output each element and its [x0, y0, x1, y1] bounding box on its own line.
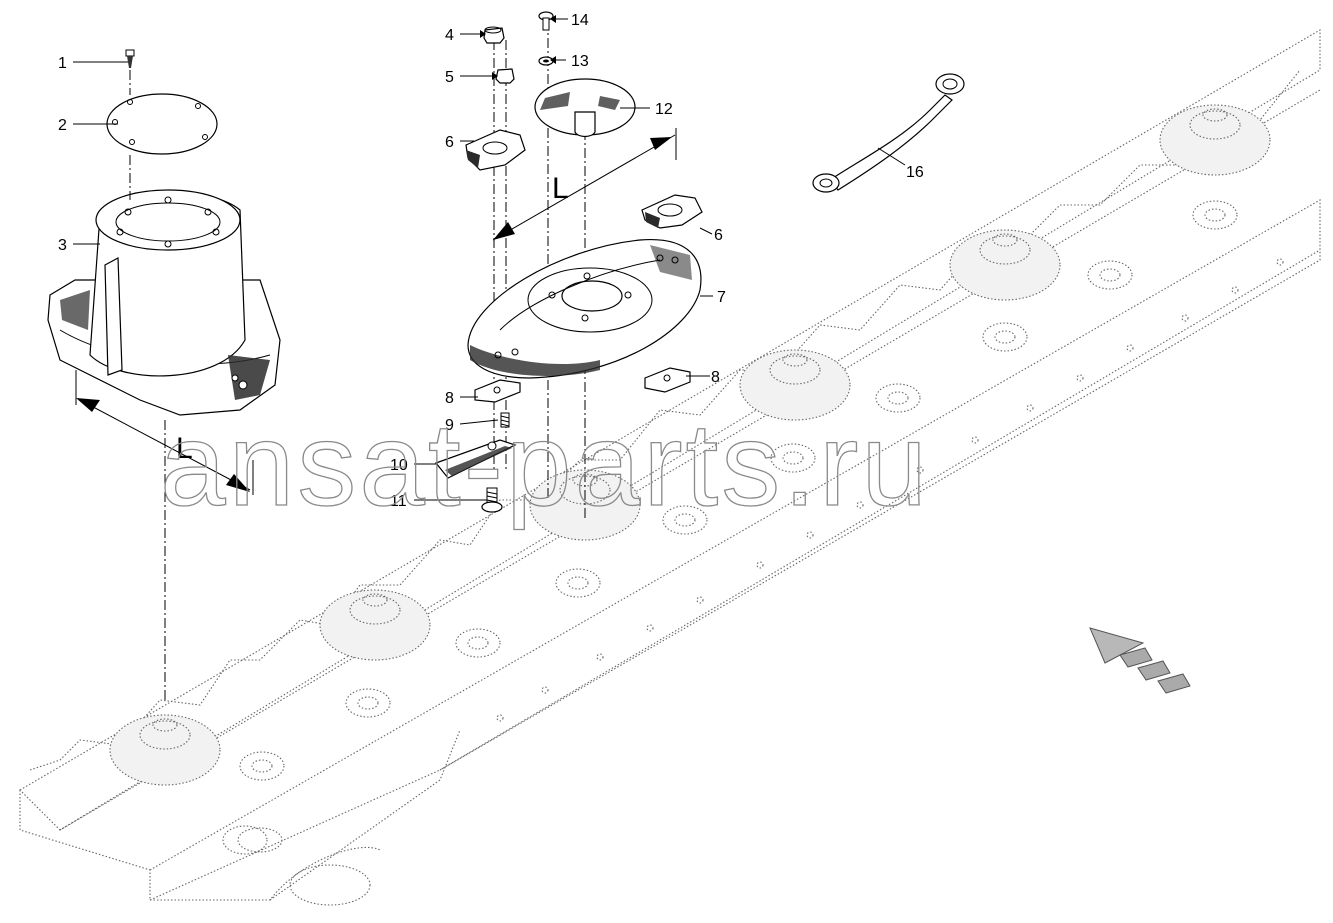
bolt-part-9 [500, 412, 510, 428]
callout-11: 11 [390, 493, 407, 510]
clamp-plate-part-8-left [474, 379, 521, 403]
callout-14: 14 [571, 12, 589, 29]
callout-4: 4 [445, 27, 454, 44]
callout-8-right: 8 [711, 369, 720, 386]
dimension-label-center: L [552, 172, 569, 205]
callout-5: 5 [445, 69, 454, 86]
watermark-text: ansat-parts.ru [160, 399, 930, 531]
clamp-plate-part-8-right [644, 367, 691, 393]
disc-part-7 [467, 238, 702, 379]
callout-1: 1 [58, 55, 67, 72]
callout-9: 9 [445, 417, 454, 434]
callout-10: 10 [390, 457, 408, 474]
dimension-l-left: L [75, 370, 254, 495]
leader-lines [73, 15, 906, 501]
nut-part-4 [483, 26, 505, 44]
callout-12: 12 [655, 101, 673, 118]
plate-part-2 [106, 93, 218, 155]
cutter-bar-assembly [19, 29, 1321, 906]
dimension-label-left: L [176, 432, 193, 465]
bolt-part-11 [481, 487, 503, 513]
screw-part-1 [125, 49, 135, 68]
cap-part-12 [534, 78, 636, 138]
callout-16: 16 [906, 164, 924, 181]
callout-2: 2 [58, 117, 67, 134]
bolt-part-14 [538, 11, 554, 31]
wrench-part-16 [812, 73, 965, 193]
dimension-l-center: L [492, 128, 677, 241]
callout-8-left: 8 [445, 390, 454, 407]
blade-part-10 [435, 439, 517, 479]
idler-gears [222, 200, 1238, 855]
callout-3: 3 [58, 237, 67, 254]
cone-housing-part-3 [47, 189, 281, 416]
callout-6-right: 6 [714, 227, 723, 244]
direction-arrow-icon [1089, 627, 1191, 694]
nut-part-5 [495, 68, 515, 84]
skid-part-6-right [641, 194, 703, 229]
callout-labels: 1 2 3 4 5 6 6 7 8 8 9 10 11 12 13 14 16 [58, 12, 924, 510]
callout-6-left: 6 [445, 134, 454, 151]
washer-part-13 [538, 56, 554, 66]
skid-part-6-left [465, 129, 526, 171]
callout-7: 7 [717, 289, 726, 306]
callout-13: 13 [571, 53, 589, 70]
